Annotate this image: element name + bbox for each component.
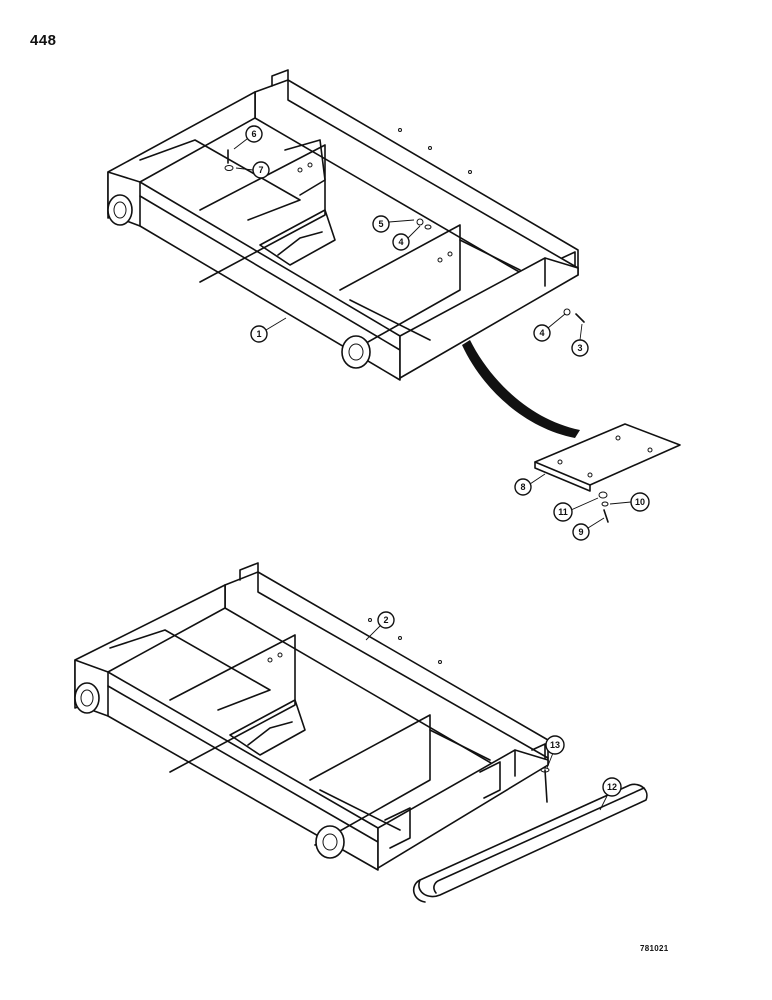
svg-text:11: 11 xyxy=(558,507,568,517)
drawing-number: 781021 xyxy=(640,944,669,953)
svg-text:4: 4 xyxy=(539,328,544,338)
svg-text:13: 13 xyxy=(550,740,560,750)
callout-4-lower: 4 xyxy=(533,313,566,342)
callout-1: 1 xyxy=(250,317,287,343)
guard-bolt xyxy=(540,767,550,803)
callout-4-upper: 4 xyxy=(392,225,421,251)
svg-text:6: 6 xyxy=(251,129,256,139)
guard-channel xyxy=(412,783,648,903)
svg-text:4: 4 xyxy=(398,237,403,247)
callout-8: 8 xyxy=(514,473,546,496)
main-frame-top xyxy=(107,69,579,381)
svg-text:12: 12 xyxy=(607,782,617,792)
callout-9: 9 xyxy=(572,517,605,541)
callout-7: 7 xyxy=(235,161,270,179)
callout-11: 11 xyxy=(553,497,599,522)
callout-5: 5 xyxy=(372,215,415,233)
cover-plate xyxy=(534,423,681,492)
callout-13: 13 xyxy=(545,735,565,769)
plate-hardware xyxy=(224,149,609,523)
main-frame-bottom xyxy=(74,562,549,871)
svg-text:7: 7 xyxy=(258,165,263,175)
callout-3: 3 xyxy=(571,323,589,357)
page-number: 448 xyxy=(30,32,57,49)
callout-12: 12 xyxy=(599,777,622,811)
svg-text:8: 8 xyxy=(520,482,525,492)
svg-text:9: 9 xyxy=(578,527,583,537)
svg-text:5: 5 xyxy=(378,219,383,229)
callout-2: 2 xyxy=(365,611,395,641)
svg-text:2: 2 xyxy=(383,615,388,625)
callout-6: 6 xyxy=(233,125,263,150)
svg-text:3: 3 xyxy=(577,343,582,353)
svg-text:1: 1 xyxy=(256,329,261,339)
callout-10: 10 xyxy=(609,492,650,512)
detail-arrow xyxy=(462,340,580,438)
svg-text:10: 10 xyxy=(635,497,645,507)
